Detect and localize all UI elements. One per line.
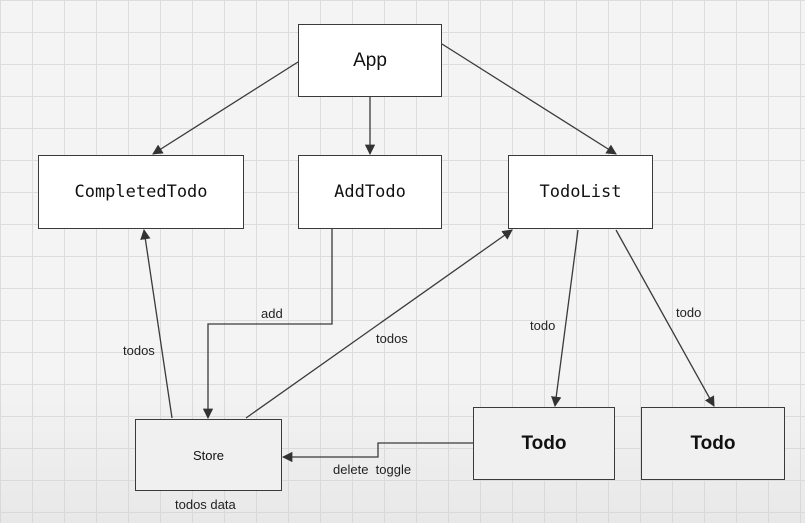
edge-label-add: add [261, 306, 283, 321]
edge-todo-to-store [281, 442, 473, 463]
node-todo-2: Todo [641, 407, 785, 480]
node-store: Store [135, 419, 282, 491]
edge-label-todo-left: todo [530, 318, 556, 333]
edge-app-to-completedtodo [152, 61, 299, 155]
edge-label-delete-toggle: delete toggle [333, 462, 412, 477]
edge-label-todos-list: todos [376, 331, 408, 346]
edge-store-to-completedtodo [140, 228, 173, 419]
edge-todolist-to-todo-right [615, 229, 715, 407]
store-caption-todos-data: todos data [175, 497, 236, 512]
edge-label-todo-right: todo [676, 305, 702, 320]
edge-label-todos-completed: todos [123, 343, 155, 358]
node-app: App [298, 24, 442, 97]
edge-addtodo-to-store [202, 229, 333, 420]
edge-app-to-todolist [441, 43, 617, 155]
node-add-todo: AddTodo [298, 155, 442, 229]
node-todo-1: Todo [473, 407, 615, 480]
edge-todolist-to-todo-left [551, 229, 579, 408]
node-todo-list: TodoList [508, 155, 653, 229]
edge-store-to-todolist [245, 229, 513, 419]
node-completed-todo: CompletedTodo [38, 155, 244, 229]
